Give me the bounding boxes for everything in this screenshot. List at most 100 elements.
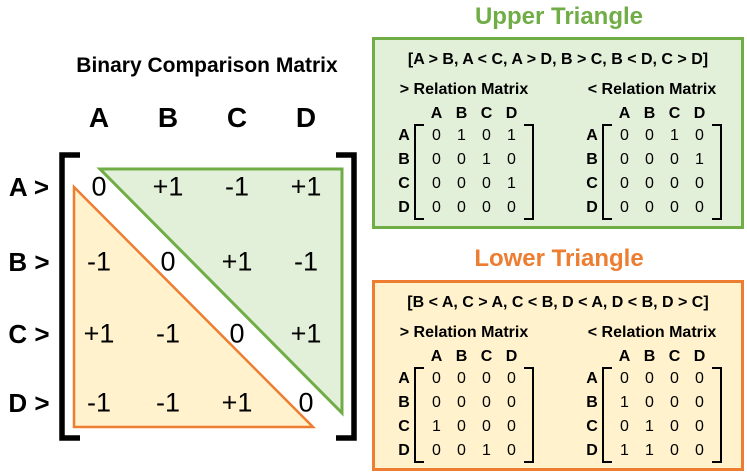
relation-matrix-cell: 0 (695, 370, 704, 387)
relation-col-header: C (480, 348, 493, 365)
relation-matrix-cell: 0 (507, 370, 516, 387)
relation-matrix-cell: 0 (670, 151, 679, 168)
matrix-cell: +1 (152, 171, 184, 202)
relation-col-header: B (643, 105, 656, 122)
relation-matrix-cell: 1 (507, 127, 516, 144)
relation-matrix-cell: 0 (457, 199, 466, 216)
relation-matrix-cell: 0 (457, 175, 466, 192)
relation-matrix-cell: 0 (645, 394, 654, 411)
relation-row-label: A (586, 127, 598, 144)
relation-row-label: C (398, 418, 410, 435)
lower-triangle-title: Lower Triangle (474, 245, 644, 272)
relation-row-label: B (398, 394, 410, 411)
relation-matrix-cell: 0 (695, 418, 704, 435)
matrix-left-bracket (414, 367, 424, 463)
relation-matrix-cell: 0 (620, 175, 629, 192)
relation-matrix-cell: 1 (507, 175, 516, 192)
relation-matrix-cell: 0 (507, 199, 516, 216)
relation-matrix-cell: 1 (457, 127, 466, 144)
relation-matrix-cell: 0 (645, 175, 654, 192)
relation-matrix-cell: 0 (457, 370, 466, 387)
relation-row-label: B (586, 394, 598, 411)
relation-matrix-cell: 0 (507, 394, 516, 411)
relation-matrix-cell: 0 (482, 394, 491, 411)
matrix-col-header: D (295, 102, 317, 133)
matrix-graphics (59, 152, 357, 441)
relation-col-header: B (455, 348, 468, 365)
upper-triangle-shape (96, 167, 344, 417)
matrix-cell: +1 (221, 387, 253, 418)
lower-comparisons-list: [B < A, C > A, C < B, D < A, D < B, D > … (407, 294, 709, 311)
relation-row-label: A (586, 370, 598, 387)
relation-row-label: B (586, 151, 598, 168)
relation-col-header: A (430, 105, 443, 122)
matrix-cell: -1 (224, 171, 250, 202)
matrix-left-bracket (414, 124, 424, 220)
relation-matrix-cell: 0 (620, 151, 629, 168)
matrix-cell: -1 (155, 318, 181, 349)
relation-matrix-cell: 0 (507, 418, 516, 435)
matrix-col-header: C (226, 102, 248, 133)
relation-matrix-cell: 0 (482, 175, 491, 192)
relation-matrix-cell: 0 (482, 370, 491, 387)
relation-col-header: C (668, 105, 681, 122)
relation-matrix-cell: 1 (645, 442, 654, 459)
relation-matrix-cell: 0 (645, 370, 654, 387)
matrix-cell: 0 (160, 246, 176, 277)
gt-relation-matrix-label: > Relation Matrix (399, 81, 529, 98)
relation-row-label: B (398, 151, 410, 168)
relation-matrix-cell: 0 (645, 199, 654, 216)
matrix-right-bracket (524, 367, 534, 463)
matrix-right-bracket (712, 124, 722, 220)
relation-col-header: B (643, 348, 656, 365)
upper-triangle-box: [A > B, A < C, A > D, B > C, B < D, C > … (372, 37, 744, 229)
relation-col-header: A (430, 348, 443, 365)
relation-matrix-cell: 0 (670, 394, 679, 411)
matrix-col-header: B (157, 102, 179, 133)
matrix-cell: +1 (221, 246, 253, 277)
relation-matrix-cell: 0 (432, 442, 441, 459)
relation-col-header: C (480, 105, 493, 122)
relation-row-label: D (398, 442, 410, 459)
right-bracket (336, 152, 357, 441)
relation-row-label: D (586, 199, 598, 216)
relation-row-label: D (586, 442, 598, 459)
relation-col-header: D (693, 105, 706, 122)
relation-matrix-cell: 1 (695, 151, 704, 168)
matrix-col-header: A (88, 102, 110, 133)
relation-row-label: C (586, 418, 598, 435)
relation-matrix-cell: 1 (482, 151, 491, 168)
relation-col-header: A (618, 348, 631, 365)
relation-matrix-cell: 1 (482, 442, 491, 459)
relation-row-label: C (398, 175, 410, 192)
matrix-cell: +1 (290, 318, 322, 349)
relation-matrix-cell: 0 (695, 394, 704, 411)
relation-matrix-cell: 0 (645, 151, 654, 168)
matrix-cell: 0 (91, 171, 107, 202)
matrix-row-label: D > (8, 388, 50, 418)
relation-matrix-cell: 0 (432, 199, 441, 216)
relation-matrix-cell: 0 (482, 418, 491, 435)
relation-matrix-cell: 1 (670, 127, 679, 144)
relation-matrix-cell: 0 (457, 151, 466, 168)
relation-matrix-cell: 0 (507, 151, 516, 168)
relation-matrix-cell: 0 (670, 418, 679, 435)
relation-matrix-cell: 0 (457, 418, 466, 435)
relation-matrix-cell: 0 (507, 442, 516, 459)
relation-matrix-cell: 0 (645, 127, 654, 144)
relation-matrix-cell: 0 (695, 199, 704, 216)
lt-relation-matrix-label: < Relation Matrix (587, 81, 717, 98)
relation-matrix-cell: 0 (482, 199, 491, 216)
relation-matrix-cell: 1 (432, 418, 441, 435)
relation-matrix-cell: 0 (432, 370, 441, 387)
relation-matrix-cell: 0 (482, 127, 491, 144)
